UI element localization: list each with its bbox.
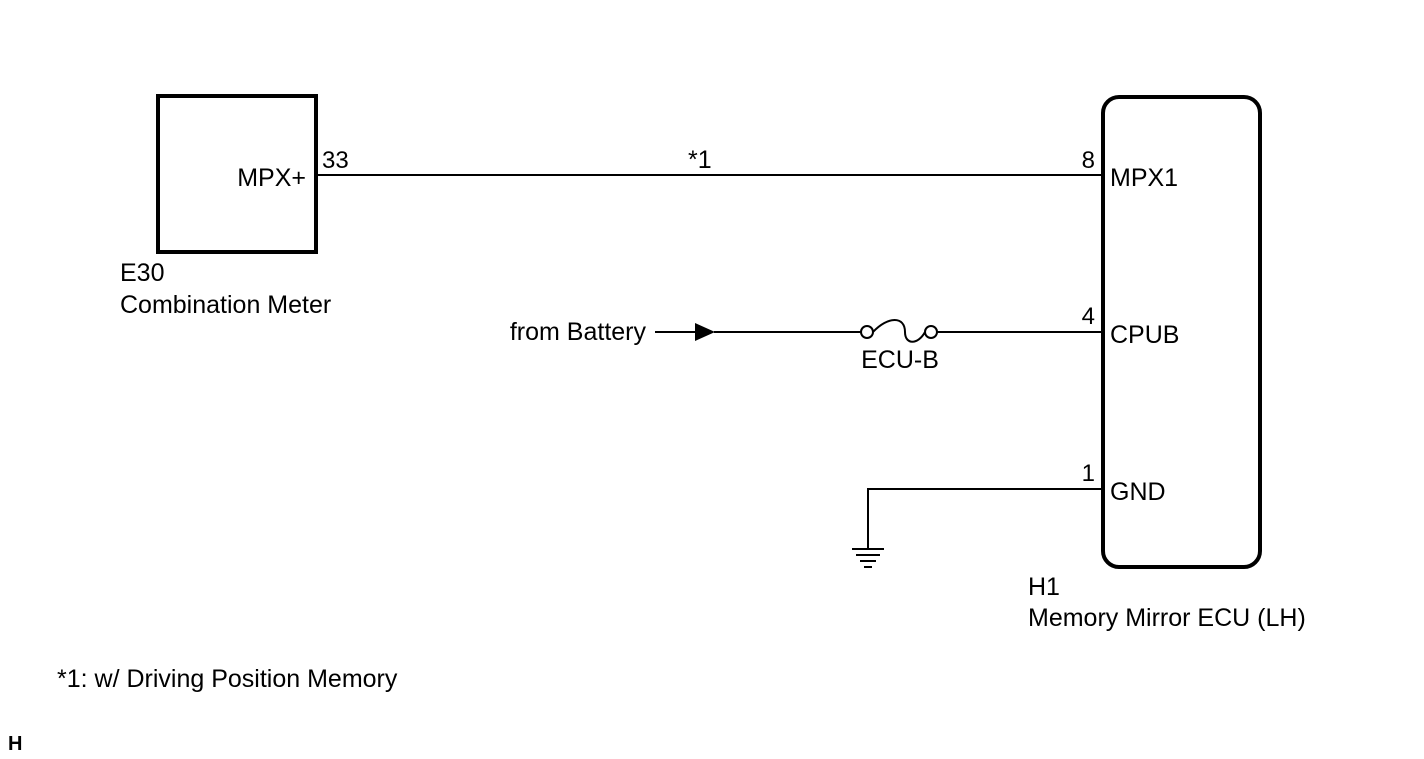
power-source-label: from Battery	[510, 318, 647, 346]
memory-mirror-ecu-name: Memory Mirror ECU (LH)	[1028, 604, 1306, 632]
corner-mark: H	[8, 733, 22, 755]
footnote: *1: w/ Driving Position Memory	[57, 665, 398, 693]
ecu-pin-8-number: 8	[1082, 147, 1095, 174]
ecu-pin-1-signal: GND	[1110, 478, 1166, 506]
combination-meter-pin-number: 33	[322, 147, 349, 174]
ground-icon	[852, 548, 884, 568]
fuse-icon	[860, 319, 938, 343]
ecu-pin-8-signal: MPX1	[1110, 164, 1178, 192]
combination-meter-name: Combination Meter	[120, 291, 331, 319]
memory-mirror-ecu-code: H1	[1028, 573, 1060, 601]
combination-meter-signal-label: MPX+	[237, 164, 306, 192]
fuse-label: ECU-B	[861, 346, 939, 374]
ecu-pin-4-signal: CPUB	[1110, 321, 1179, 349]
combination-meter-code: E30	[120, 259, 164, 287]
arrow-right-icon	[695, 323, 715, 341]
wire-note-marker: *1	[688, 146, 712, 174]
ecu-pin-4-number: 4	[1082, 303, 1095, 330]
ground-wire	[867, 488, 1103, 548]
ecu-pin-1-number: 1	[1082, 460, 1095, 487]
